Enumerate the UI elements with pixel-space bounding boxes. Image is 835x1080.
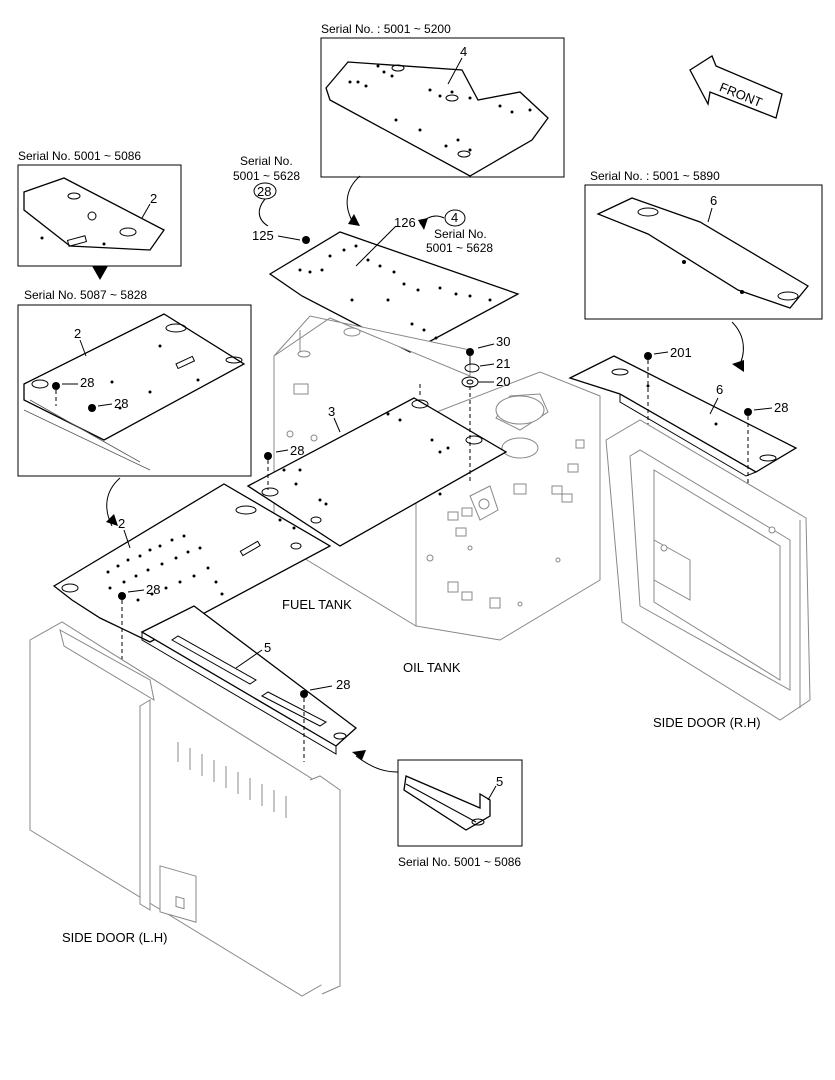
pointer-bottom	[355, 755, 399, 773]
serial-125-line2: 5001 ~ 5628	[233, 169, 300, 183]
callout-126: 126	[394, 215, 416, 230]
callout-28-circle: 28	[257, 184, 271, 199]
bolt-28-f-icon	[744, 408, 752, 416]
side-door-lh-label: SIDE DOOR (L.H)	[62, 930, 167, 945]
bracket-5-main: 5	[140, 605, 358, 755]
plate-126: 126	[268, 215, 520, 353]
oil-tank-label: OIL TANK	[403, 660, 461, 675]
callout-125: 125	[252, 228, 274, 243]
detail-box-part-2-later: Serial No. 5087 ~ 5828 2 28 28	[17, 288, 252, 477]
side-door-lh	[29, 621, 341, 997]
callout-28-e: 28	[336, 677, 350, 692]
bolt-30-icon	[466, 348, 474, 356]
bolt-28-e-icon	[300, 690, 308, 698]
callout-28-a: 28	[80, 375, 94, 390]
side-door-rh	[605, 419, 811, 721]
detail-box-part-5: 5 Serial No. 5001 ~ 5086	[397, 759, 523, 869]
arrow-126-icon	[418, 218, 428, 230]
detail-box-part-6: Serial No. : 5001 ~ 5890 6	[584, 169, 823, 320]
serial-126-line2: 5001 ~ 5628	[426, 241, 493, 255]
side-door-rh-label: SIDE DOOR (R.H)	[653, 715, 761, 730]
bolt-125-icon	[302, 236, 310, 244]
arrow-down-icon	[92, 266, 108, 280]
callout-2-top: 2	[150, 191, 157, 206]
front-arrow-icon: FRONT	[689, 55, 783, 119]
bolt-201-icon	[644, 352, 652, 360]
serial-left-mid-label: Serial No. 5087 ~ 5828	[24, 288, 147, 302]
washer-21-icon	[464, 363, 480, 373]
callout-201: 201	[670, 345, 692, 360]
serial-left-top-label: Serial No. 5001 ~ 5086	[18, 149, 141, 163]
callout-4: 4	[460, 44, 467, 59]
detail-box-part-2-early: Serial No. 5001 ~ 5086 2	[17, 149, 182, 267]
plate-2-main: 2	[52, 483, 332, 643]
serial-top-label: Serial No. : 5001 ~ 5200	[321, 22, 451, 36]
serial-bottom-label: Serial No. 5001 ~ 5086	[398, 855, 521, 869]
detail-box-part-4: Serial No. : 5001 ~ 5200 4	[320, 22, 565, 178]
callout-3: 3	[328, 404, 335, 419]
callout-21: 21	[496, 356, 510, 371]
serial-right-label: Serial No. : 5001 ~ 5890	[590, 169, 720, 183]
serial-126-line1: Serial No.	[434, 227, 487, 241]
plate-3: 3	[246, 397, 508, 547]
callout-28-d: 28	[146, 582, 160, 597]
oil-tank	[415, 371, 601, 641]
callout-28-f: 28	[774, 400, 788, 415]
callout-28-b: 28	[114, 396, 128, 411]
bracket-6-main: 6	[568, 355, 798, 477]
bolt-28-c-icon	[264, 452, 272, 460]
callout-30: 30	[496, 334, 510, 349]
callout-5-main: 5	[264, 640, 271, 655]
callout-4-circle: 4	[451, 210, 458, 225]
washer-20-icon	[461, 376, 479, 388]
callout-28-c: 28	[290, 443, 304, 458]
callout-20: 20	[496, 374, 510, 389]
fuel-tank-label: FUEL TANK	[282, 597, 352, 612]
serial-125-line1: Serial No.	[240, 154, 293, 168]
callout-6-main: 6	[716, 382, 723, 397]
callout-6-box: 6	[710, 193, 717, 208]
bolt-28-d-icon	[118, 592, 126, 600]
callout-5-box: 5	[496, 774, 503, 789]
callout-2-main: 2	[118, 516, 125, 531]
callout-2-mid: 2	[74, 326, 81, 341]
